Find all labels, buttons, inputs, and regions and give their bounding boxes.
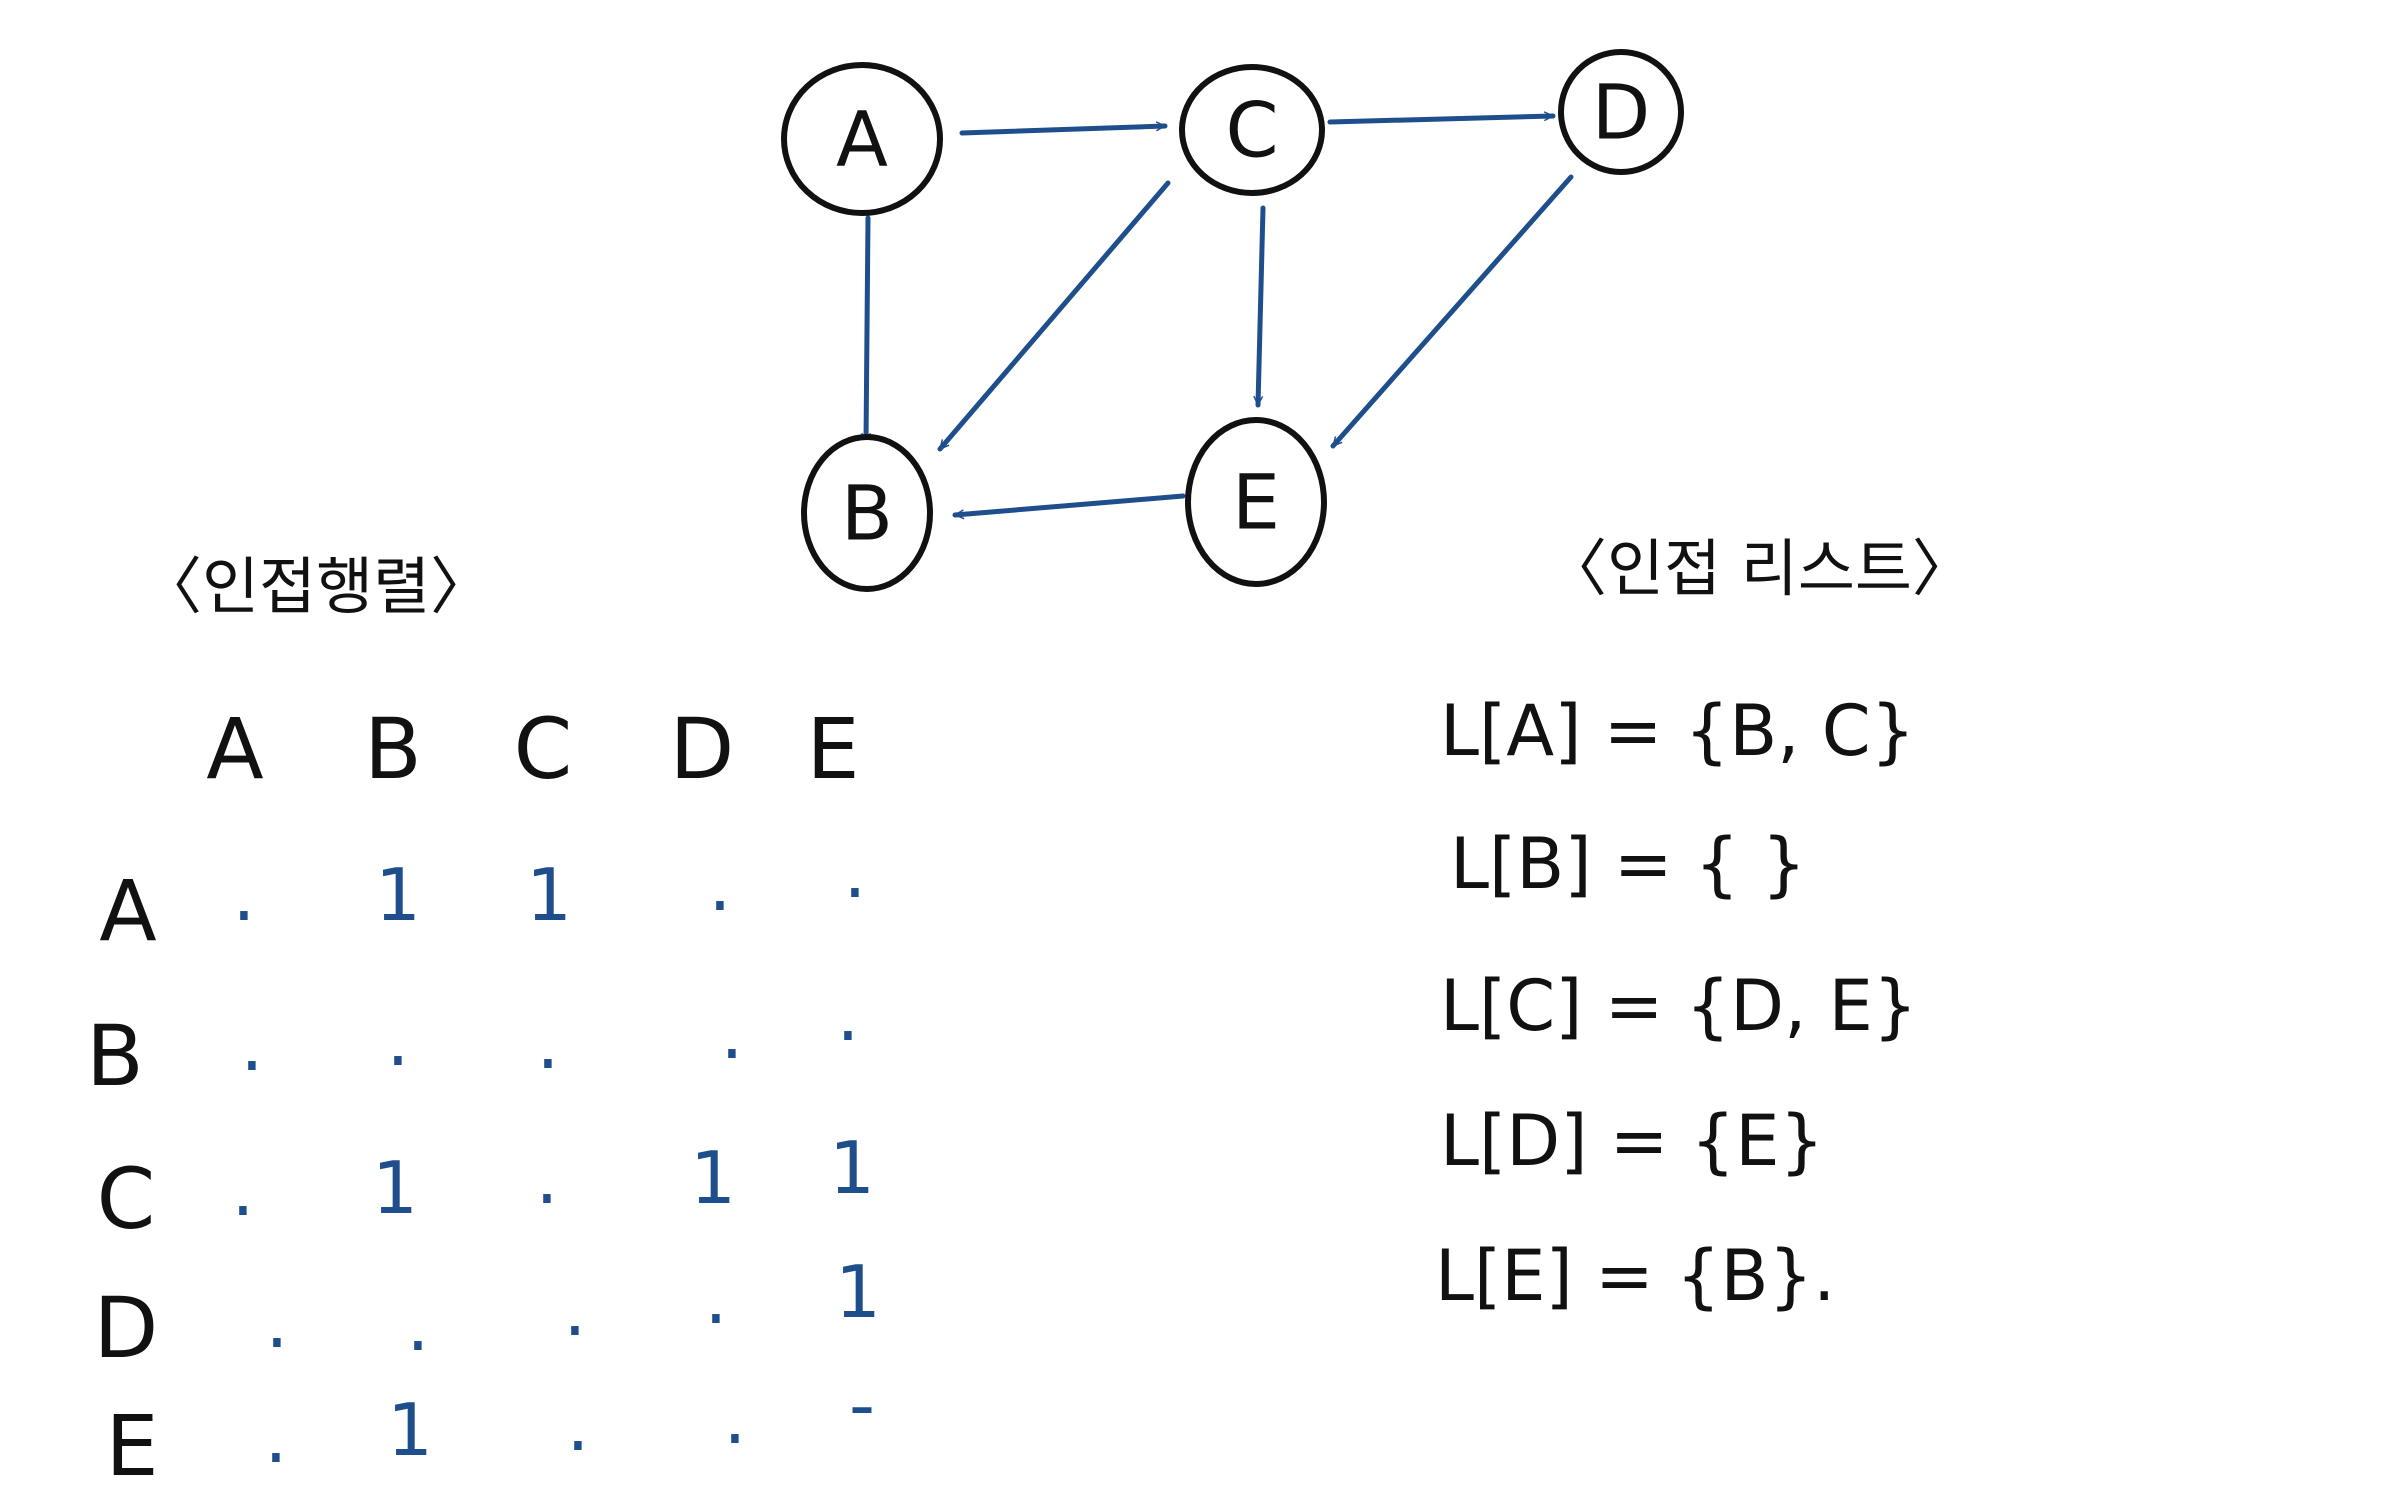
matrix-cell: . (407, 1283, 430, 1367)
matrix-cell: 1 (690, 1136, 736, 1220)
node-b: B (801, 434, 933, 592)
edge-e-to-b (952, 493, 1186, 515)
node-e: E (1185, 417, 1327, 587)
list-title: 〈인접 리스트〉 (1545, 532, 1974, 605)
matrix-cell: 1 (372, 1146, 418, 1230)
node-label-a: A (836, 95, 888, 184)
matrix-row-label: C (97, 1150, 156, 1248)
node-label-b: B (841, 469, 893, 558)
list-line: L[E] = {B}. (1435, 1235, 1835, 1317)
matrix-cell: 1 (387, 1388, 433, 1472)
matrix-cell: . (387, 998, 410, 1082)
matrix-cell: - (849, 1363, 875, 1447)
matrix-cell: . (709, 843, 732, 927)
matrix-cell: . (724, 1376, 747, 1460)
list-line: L[A] = {B, C} (1440, 690, 1915, 772)
list-line: L[D] = {E} (1440, 1100, 1824, 1182)
matrix-cell: . (537, 1001, 560, 1085)
matrix-col-header: A (206, 700, 263, 798)
matrix-cell: 1 (829, 1126, 875, 1210)
matrix-row-label: B (86, 1007, 144, 1105)
edge-a-to-c (959, 126, 1168, 136)
edges (866, 116, 1574, 515)
matrix-title: 〈인접행렬〉 (140, 550, 492, 623)
matrix-cell: 1 (835, 1250, 881, 1334)
matrix-col-header: B (364, 700, 422, 798)
node-label-c: C (1225, 86, 1278, 175)
matrix-row-label: D (94, 1279, 159, 1377)
matrix-cell: . (844, 830, 867, 914)
node-label-e: E (1232, 458, 1280, 547)
matrix-cell: . (564, 1268, 587, 1352)
matrix-col-header: C (514, 700, 573, 798)
edge-d-to-e (1330, 174, 1574, 449)
edge-c-to-b (937, 180, 1171, 452)
matrix-cell: 1 (526, 853, 572, 937)
node-c: C (1179, 64, 1325, 196)
matrix-cell: . (232, 1148, 255, 1232)
matrix-cell: 1 (375, 853, 421, 937)
matrix-cell: . (837, 973, 860, 1057)
adjacency-matrix: 〈인접행렬〉 A B C D E A . 1 1 . . B . . . . .… (86, 550, 881, 1491)
adjacency-list: 〈인접 리스트〉 L[A] = {B, C} L[B] = { } L[C] =… (1435, 532, 1974, 1317)
edge-a-to-b (866, 215, 868, 445)
list-line: L[B] = { } (1450, 823, 1806, 905)
node-label-d: D (1592, 68, 1651, 157)
matrix-cell: . (233, 853, 256, 937)
matrix-cell: . (266, 1280, 289, 1364)
edge-c-to-d (1327, 116, 1556, 125)
edge-c-to-e (1258, 205, 1266, 408)
matrix-col-header: E (806, 700, 859, 798)
matrix-row-label: E (105, 1397, 158, 1491)
node-d: D (1558, 49, 1684, 175)
matrix-cell: . (265, 1395, 288, 1479)
matrix-cell: . (536, 1136, 559, 1220)
matrix-cell: . (721, 991, 744, 1075)
node-a: A (781, 62, 943, 216)
matrix-col-header: D (670, 700, 735, 798)
matrix-row-label: A (99, 862, 156, 960)
list-line: L[C] = {D, E} (1440, 965, 1917, 1047)
matrix-cell: . (705, 1256, 728, 1340)
matrix-cell: . (567, 1383, 590, 1467)
matrix-cell: . (241, 1003, 264, 1087)
